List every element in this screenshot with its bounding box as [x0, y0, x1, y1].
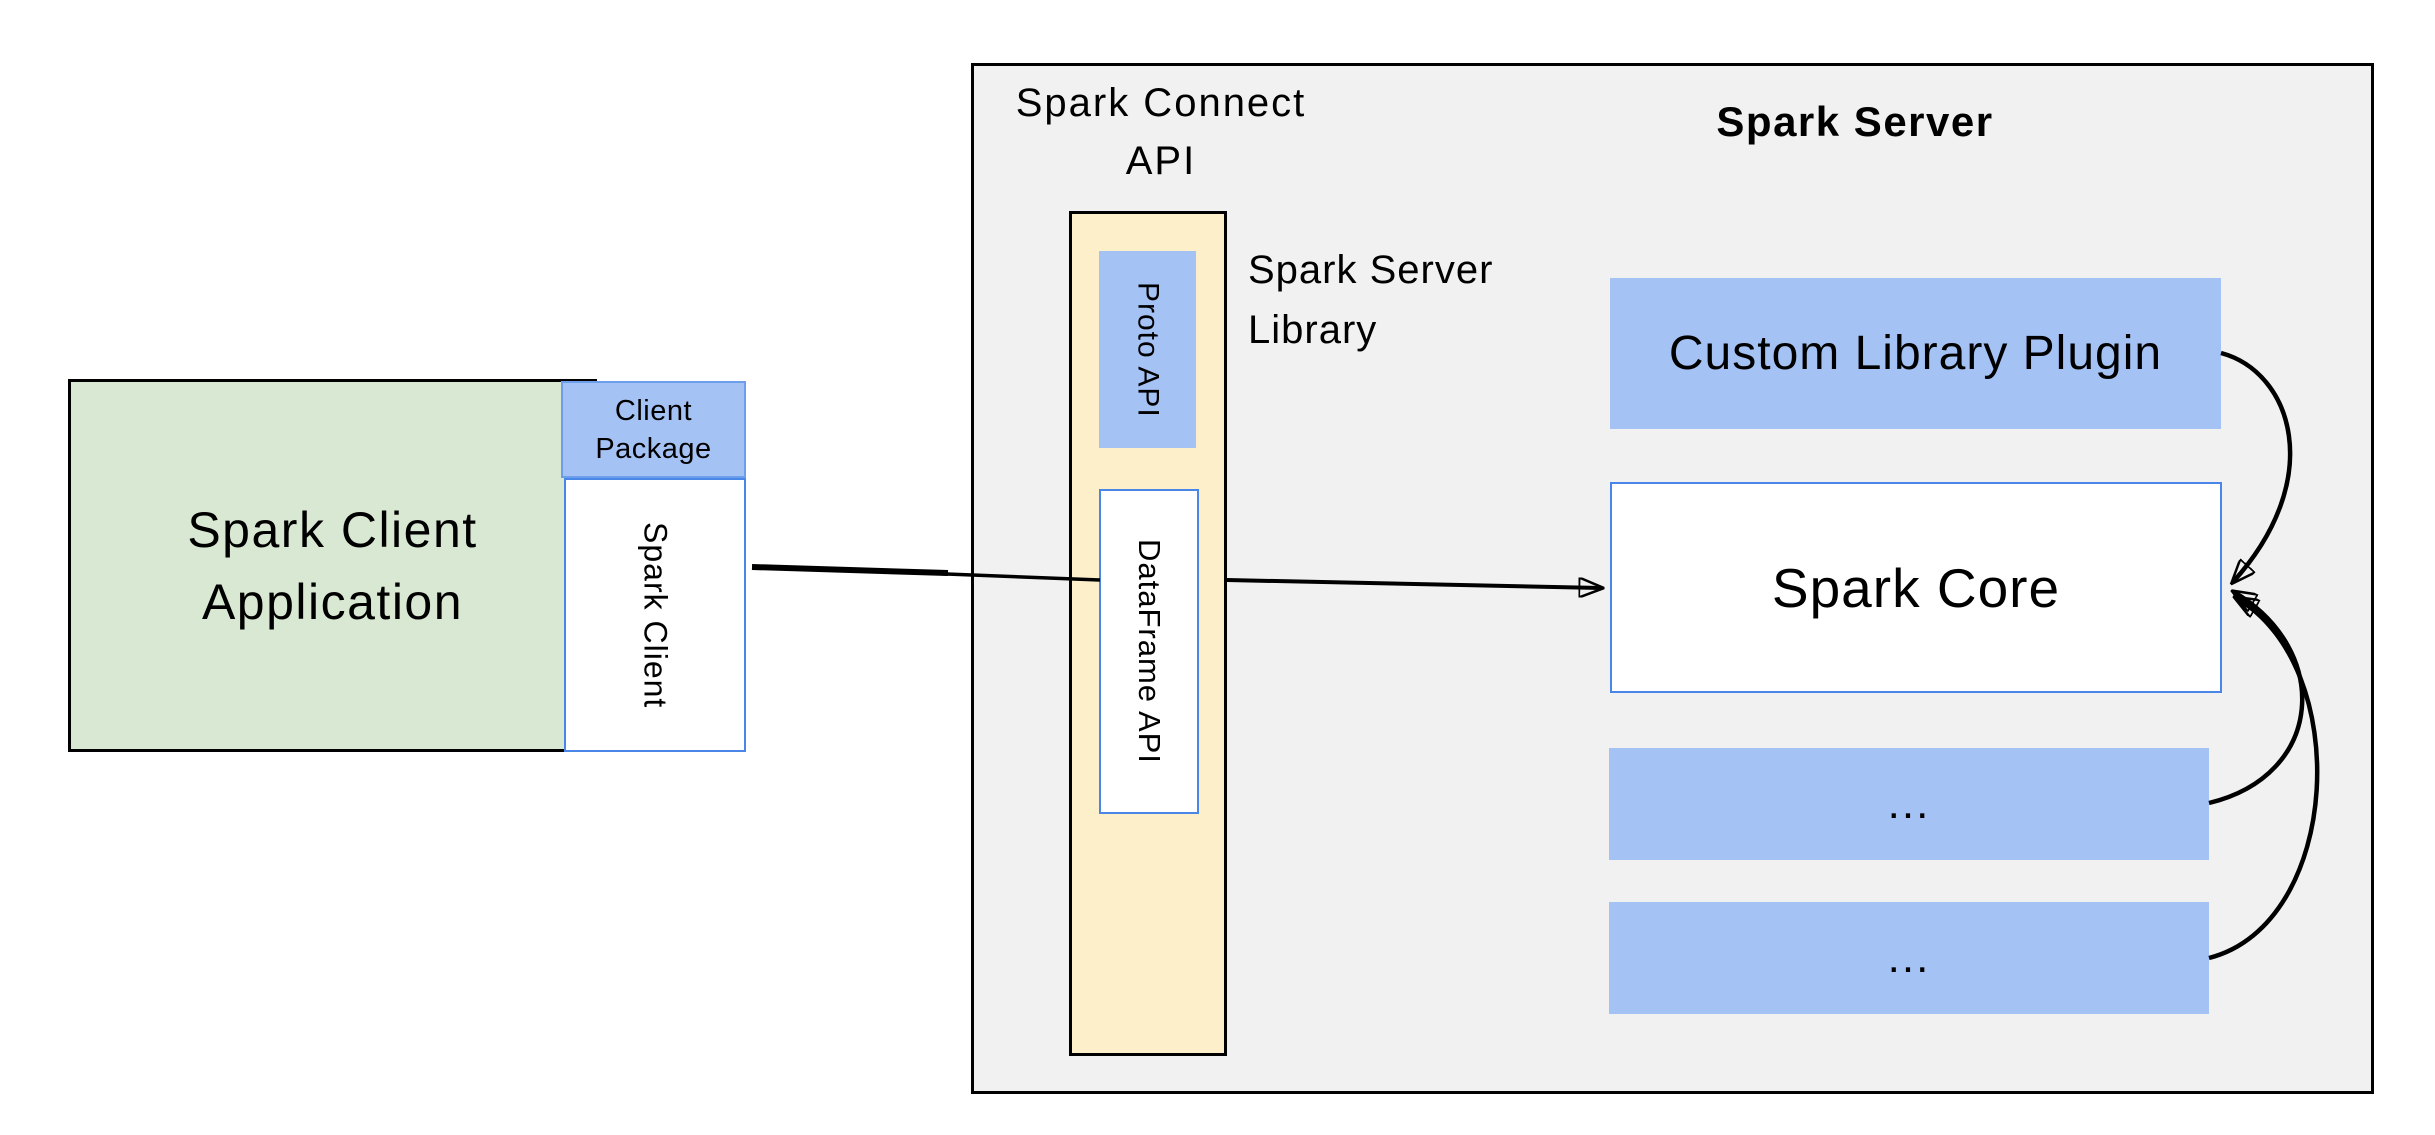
custom-library-plugin-label: Custom Library Plugin [1668, 327, 2163, 380]
plugin-slot-1: ... [1609, 748, 2209, 860]
spark-connect-api-label: Spark Connect API [961, 74, 1361, 190]
client-package-box: Client Package [561, 381, 746, 478]
client-package-label-line1: Client [614, 394, 693, 427]
dataframe-api-label: DataFrame API [1132, 539, 1167, 764]
plugin-slot-1-label: ... [1887, 779, 1931, 828]
dataframe-api-box: DataFrame API [1099, 489, 1199, 814]
client-package-label-line2: Package [595, 432, 712, 465]
client-application-label-line2: Application [201, 573, 464, 630]
spark-client-label: Spark Client [637, 521, 674, 709]
client-application-label-line1: Spark Client [187, 501, 478, 558]
spark-core-box: Spark Core [1610, 482, 2222, 693]
spark-server-title-text: Spark Server [1716, 98, 1994, 145]
spark-server-library-label: Spark Server Library [1248, 240, 1578, 360]
spark-connect-api-label-line1: Spark Connect [1015, 81, 1307, 125]
proto-api-box: Proto API [1099, 251, 1196, 448]
spark-core-label: Spark Core [1771, 556, 2061, 619]
spark-client-box: Spark Client [564, 478, 746, 752]
plugin-slot-2: ... [1609, 902, 2209, 1014]
client-application-box: Spark Client Application [68, 379, 597, 752]
spark-server-library-label-line2: Library [1248, 308, 1378, 352]
spark-connect-api-label-line2: API [1125, 139, 1197, 183]
proto-api-label: Proto API [1131, 281, 1165, 418]
plugin-slot-2-label: ... [1887, 933, 1931, 982]
spark-server-title: Spark Server [1555, 98, 2155, 146]
arrow-client-to-connect-thick [751, 564, 949, 576]
spark-server-library-label-line1: Spark Server [1248, 248, 1494, 292]
custom-library-plugin-box: Custom Library Plugin [1610, 278, 2221, 429]
